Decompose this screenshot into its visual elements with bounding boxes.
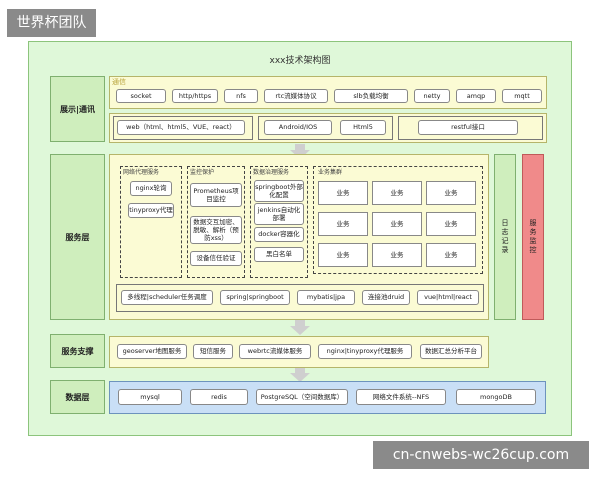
data-item: mysql — [118, 389, 182, 405]
framework-item: vue|html|react — [417, 290, 479, 305]
data-item: redis — [190, 389, 248, 405]
comm-item: slb负载均衡 — [334, 89, 408, 103]
frontend-web: web（html、html5、VUE、react） — [117, 120, 245, 135]
comm-item: socket — [116, 89, 166, 103]
proxy-group — [120, 166, 182, 278]
cluster-item: 业务 — [318, 212, 368, 236]
flow-arrow-stem — [295, 144, 305, 150]
support-item: 数据汇总分析平台 — [420, 344, 482, 359]
side-monitor-bar: 服务监控 — [522, 154, 544, 320]
monitor-item: 设备信任验证 — [190, 251, 242, 266]
deploy-group — [250, 166, 308, 278]
layer-label-support: 服务支撑 — [50, 334, 105, 368]
data-item: mongoDB — [456, 389, 536, 405]
framework-group — [116, 284, 484, 312]
frontend-mobile: Android/IOS — [264, 120, 332, 135]
cluster-item: 业务 — [318, 243, 368, 267]
flow-arrow-stem — [295, 320, 305, 326]
proxy-group-label: 网络代理服务 — [123, 169, 160, 176]
proxy-item: nginx轮询 — [130, 181, 172, 196]
comm-item: rtc流媒体协议 — [264, 89, 328, 103]
monitor-item: Prometheus项目监控 — [190, 183, 242, 207]
flow-arrow — [290, 326, 310, 335]
cluster-item: 业务 — [372, 243, 422, 267]
support-item: webrtc流媒体服务 — [239, 344, 311, 359]
deploy-item: springboot外部化配置 — [254, 180, 304, 202]
framework-item: 连接池druid — [362, 290, 410, 305]
comm-item: amqp — [456, 89, 496, 103]
layer-label-service: 服务层 — [50, 154, 105, 320]
framework-item: mybatis|jpa — [297, 290, 355, 305]
data-item: 网络文件系统--NFS — [356, 389, 446, 405]
layer-label-data: 数据层 — [50, 380, 105, 414]
frontend-h5: Html5 — [340, 120, 386, 135]
frontend-restful: restful接口 — [418, 120, 518, 135]
framework-item: 多线程|scheduler任务调度 — [121, 290, 213, 305]
comm-label: 通信 — [112, 78, 126, 86]
deploy-item: docker容器化 — [254, 227, 304, 242]
monitor-item: 数据交互加密、脱敏、解析（预防xss） — [190, 216, 242, 244]
cluster-item: 业务 — [372, 212, 422, 236]
comm-item: http/https — [172, 89, 218, 103]
cluster-item: 业务 — [426, 243, 476, 267]
monitor-group — [187, 166, 245, 278]
deploy-item: jenkins自动化部署 — [254, 203, 304, 225]
layer-label-display: 展示|通讯 — [50, 76, 105, 142]
support-item: geoserver地图服务 — [117, 344, 187, 359]
watermark-bottom: cn-cnwebs-wc26cup.com — [373, 441, 589, 469]
cluster-item: 业务 — [426, 181, 476, 205]
deploy-group-label: 数据治理服务 — [253, 169, 290, 176]
comm-item: mqtt — [502, 89, 542, 103]
comm-item: nfs — [224, 89, 258, 103]
monitor-group-label: 监控保护 — [190, 169, 215, 176]
cluster-group-label: 业务集群 — [318, 169, 343, 176]
diagram-title: xxx技术架构图 — [269, 56, 331, 66]
data-item: PostgreSQL（空间数据库） — [256, 389, 348, 405]
flow-arrow — [290, 373, 310, 382]
comm-item: netty — [414, 89, 450, 103]
support-item: 短信服务 — [193, 344, 233, 359]
cluster-group — [313, 166, 483, 274]
cluster-item: 业务 — [372, 181, 422, 205]
cluster-item: 业务 — [426, 212, 476, 236]
deploy-item: 黑白名单 — [254, 247, 304, 262]
watermark-top: 世界杯团队 — [7, 9, 96, 37]
flow-arrow-stem — [295, 368, 305, 374]
side-log-bar: 日志记录 — [494, 154, 516, 320]
support-item: nginx|tinyproxy代理服务 — [318, 344, 412, 359]
cluster-item: 业务 — [318, 181, 368, 205]
framework-item: spring|springboot — [220, 290, 290, 305]
proxy-item: tinyproxy代理 — [128, 203, 174, 218]
